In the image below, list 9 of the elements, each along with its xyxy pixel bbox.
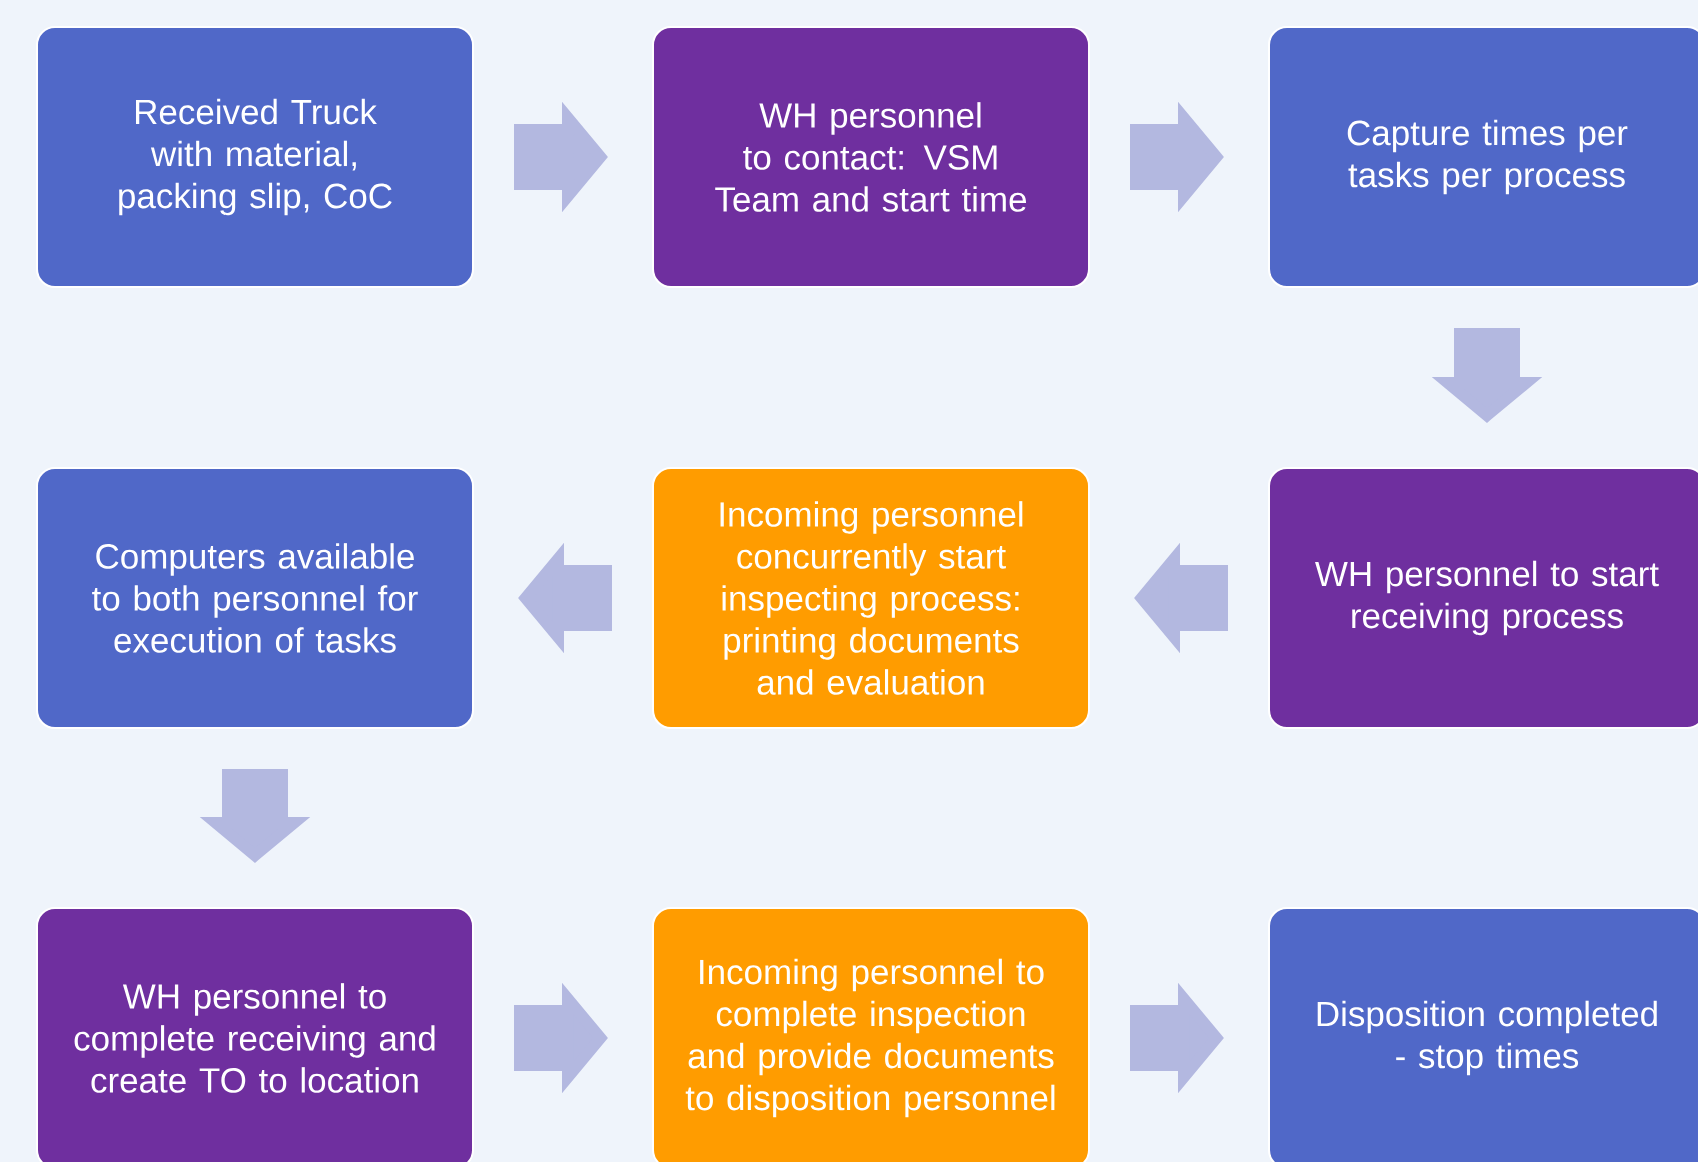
process-box: Incoming personnel to complete inspection and provide documents to disposition personnel	[652, 907, 1090, 1162]
process-box: Incoming personnel concurrently start inspecting process: printing documents and evaluation	[652, 467, 1090, 729]
process-box: WH personnel to start receiving process	[1268, 467, 1698, 729]
process-box: Disposition completed - stop times	[1268, 907, 1698, 1162]
process-box: WH personnel to contact: VSM Team and start time	[652, 26, 1090, 288]
process-box: Computers available to both personnel for execution of tasks	[36, 467, 474, 729]
process-box: WH personnel to complete receiving and create TO to location	[36, 907, 474, 1162]
process-box: Received Truck with material, packing slip, CoC	[36, 26, 474, 288]
process-box: Capture times per tasks per process	[1268, 26, 1698, 288]
